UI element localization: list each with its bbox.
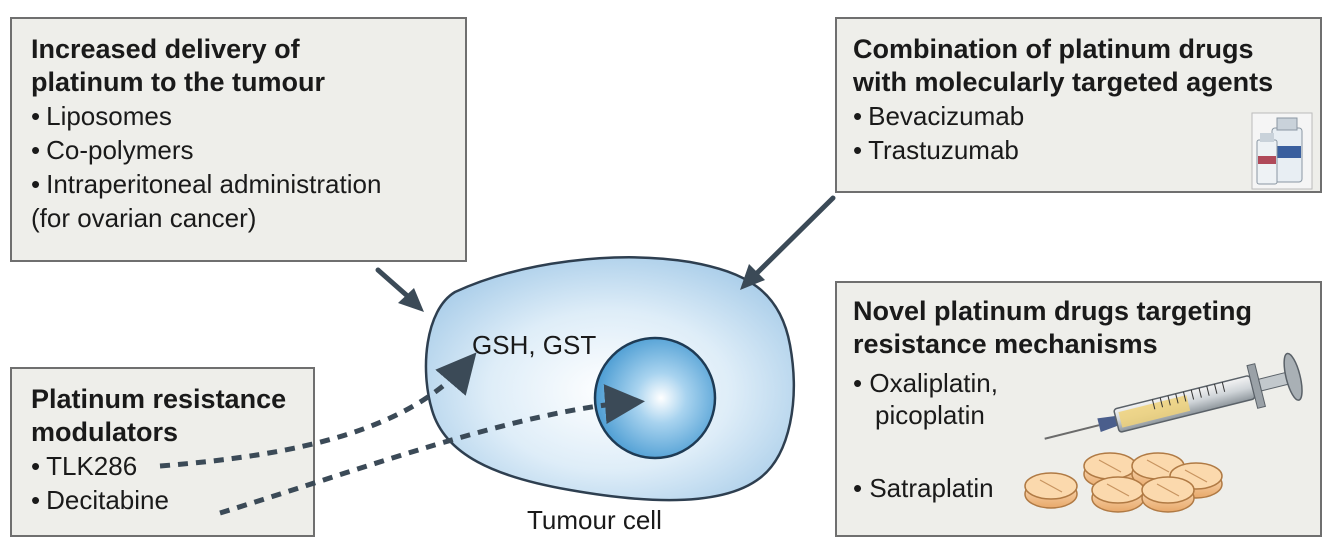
combination-panel-title: Combination of platinum drugs with molec… [853,33,1320,99]
tlk286-arrow [159,352,477,469]
novel-panel-title: Novel platinum drugs targeting resistanc… [853,295,1320,361]
cytoplasm-label: GSH, GST [472,330,597,360]
syringe-icon [1044,352,1303,440]
item-intraperitoneal: Intraperitoneal administration [46,169,382,199]
delivery-list: •Liposomes •Co-polymers •Intraperitoneal… [31,99,465,201]
list-item: • Satraplatin [853,472,994,504]
modulators-title-line2: modulators [31,417,179,447]
combination-panel: Combination of platinum drugs with molec… [835,17,1322,193]
modulators-panel: Platinum resistance modulators •TLK286 •… [10,367,315,537]
delivery-panel: Increased delivery of platinum to the tu… [10,17,467,262]
modulators-list: •TLK286 •Decitabine [31,449,313,517]
delivery-title-line2: platinum to the tumour [31,67,325,97]
combination-title-line2: with molecularly targeted agents [853,67,1274,97]
item-picoplatin: picoplatin [875,400,985,430]
item-continuation: (for ovarian cancer) [31,203,257,233]
bullet: • [853,473,863,503]
item-liposomes: Liposomes [46,101,172,131]
item-trastuzumab: Trastuzumab [868,135,1019,165]
list-item: •Co-polymers [31,133,465,167]
nucleus [593,336,717,460]
delivery-panel-title: Increased delivery of platinum to the tu… [31,33,465,99]
combination-title-line1: Combination of platinum drugs [853,34,1254,64]
list-item: •Trastuzumab [853,133,1320,167]
list-item: •Liposomes [31,99,465,133]
modulators-title-line1: Platinum resistance [31,384,287,414]
item-decitabine: Decitabine [46,485,169,515]
bullet: • [853,368,863,398]
drug-vials-icon [1251,112,1313,190]
combination-arrow [740,195,836,290]
list-item: • Oxaliplatin, picoplatin [853,367,998,431]
bullet: • [31,169,41,199]
item-oxaliplatin: Oxaliplatin, [869,368,998,398]
novel-title-line2: resistance mechanisms [853,329,1158,359]
delivery-arrow [375,267,424,312]
novel-drugs-panel: Novel platinum drugs targeting resistanc… [835,281,1322,537]
bullet: • [31,485,41,515]
bullet: • [853,101,863,131]
list-item: •Decitabine [31,483,313,517]
tumour-cell-label: Tumour cell [527,505,662,535]
list-item: •Intraperitoneal administration [31,167,465,201]
bullet: • [31,101,41,131]
list-item: •TLK286 [31,449,313,483]
delivery-title-line1: Increased delivery of [31,34,300,64]
combination-list: •Bevacizumab •Trastuzumab [853,99,1320,167]
item-copolymers: Co-polymers [46,135,194,165]
bullet: • [853,135,863,165]
tablets-icon [1024,452,1223,513]
item-tlk286: TLK286 [46,451,138,481]
decitabine-arrow [219,384,645,516]
bullet: • [31,451,41,481]
list-item: •Bevacizumab [853,99,1320,133]
item-bevacizumab: Bevacizumab [868,101,1025,131]
item-satraplatin: Satraplatin [869,473,994,503]
novel-title-line1: Novel platinum drugs targeting [853,296,1253,326]
modulators-panel-title: Platinum resistance modulators [31,383,313,449]
bullet: • [31,135,41,165]
